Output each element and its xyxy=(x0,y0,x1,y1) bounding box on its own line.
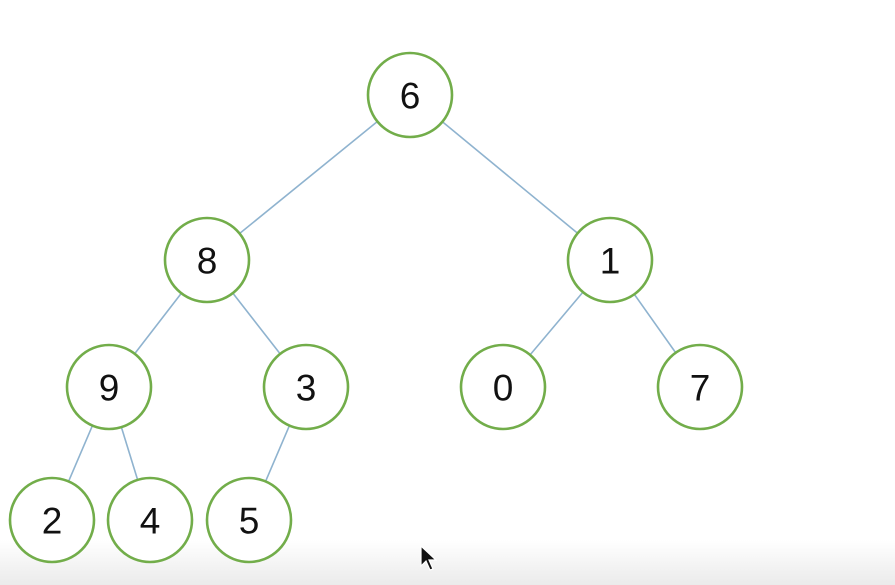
node-value: 7 xyxy=(690,368,711,409)
node-circle xyxy=(65,343,153,431)
node-value: 9 xyxy=(99,368,120,409)
node-circle xyxy=(366,51,454,139)
node-value: 8 xyxy=(197,241,218,282)
node-value: 6 xyxy=(400,76,421,117)
edge-1-7 xyxy=(633,293,677,354)
node-circle xyxy=(459,343,547,431)
tree-node-5: 5 xyxy=(205,476,293,564)
node-value: 0 xyxy=(493,368,514,409)
tree-node-7: 7 xyxy=(656,343,744,431)
edge-8-9 xyxy=(134,292,182,355)
tree-nodes: 6 8 1 9 3 0 7 2 4 5 xyxy=(8,51,744,564)
edge-6-1 xyxy=(441,121,579,234)
node-value: 2 xyxy=(42,501,63,542)
tree-node-8: 8 xyxy=(163,216,251,304)
node-circle xyxy=(656,343,744,431)
edge-1-0 xyxy=(529,291,584,356)
tree-node-3: 3 xyxy=(262,343,350,431)
node-value: 4 xyxy=(140,501,161,542)
tree-node-2: 2 xyxy=(8,476,96,564)
edge-3-5 xyxy=(264,425,291,482)
edge-9-4 xyxy=(120,426,139,481)
node-circle xyxy=(8,476,96,564)
node-value: 3 xyxy=(296,368,317,409)
edge-9-2 xyxy=(67,425,94,482)
node-circle xyxy=(205,476,293,564)
edge-8-3 xyxy=(232,292,281,355)
node-circle xyxy=(106,476,194,564)
tree-node-9: 9 xyxy=(65,343,153,431)
edge-6-8 xyxy=(239,120,378,235)
tree-node-1: 1 xyxy=(566,216,654,304)
tree-edges xyxy=(67,120,677,482)
node-value: 5 xyxy=(239,501,260,542)
tree-node-0: 0 xyxy=(459,343,547,431)
node-circle xyxy=(262,343,350,431)
node-circle xyxy=(163,216,251,304)
mouse-cursor-icon xyxy=(420,544,438,571)
tree-node-4: 4 xyxy=(106,476,194,564)
node-circle xyxy=(566,216,654,304)
tree-node-6: 6 xyxy=(366,51,454,139)
node-value: 1 xyxy=(600,241,621,282)
